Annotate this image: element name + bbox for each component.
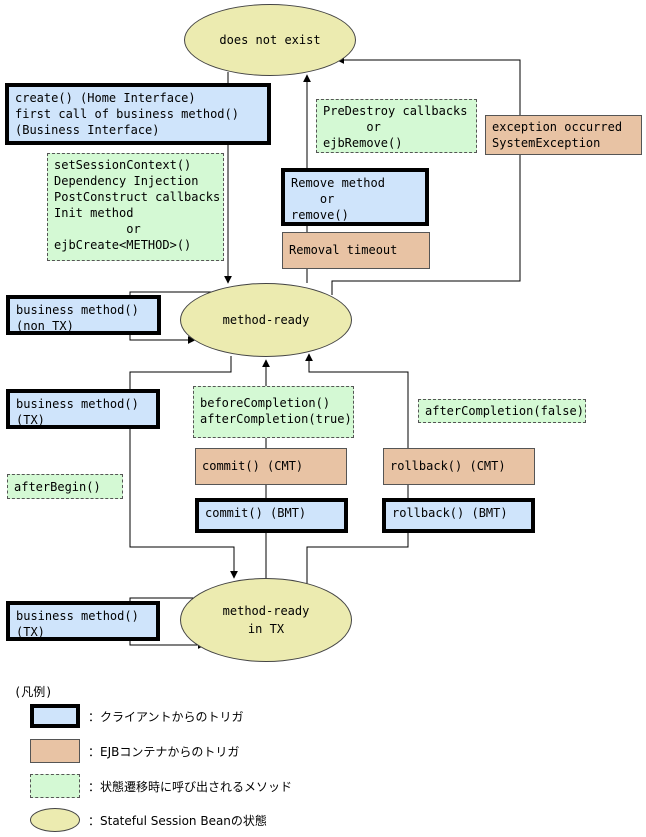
state-does-not-exist: does not exist [184,4,356,76]
exception-transition [331,56,521,295]
legend-callback-label: ：状態遷移時に呼び出されるメソッド [88,780,293,794]
trigger-rollback-bmt: rollback() (BMT) [382,498,535,533]
trigger-create: create() (Home Interface) first call of … [5,83,271,145]
legend-callback-swatch [30,774,80,798]
trigger-business-method-tx: business method() (TX) [6,389,160,429]
trigger-exception: exception occurred SystemException [485,115,642,155]
legend-client-swatch [30,704,80,728]
callback-completion-false: afterCompletion(false) [418,399,586,423]
trigger-rollback-cmt: rollback() (CMT) [383,448,535,485]
callback-after-begin: afterBegin() [7,474,123,499]
callback-create: setSessionContext() Dependency Injection… [47,153,224,261]
state-method-ready-in-tx: method-ready in TX [180,578,352,662]
legend-state-swatch [30,808,80,832]
trigger-remove: Remove method or remove() [281,168,429,226]
state-method-ready: method-ready [180,283,352,357]
legend-container-swatch [30,739,80,763]
trigger-business-method-non-tx: business method() (non TX) [6,295,161,335]
legend-state-label: ：Stateful Session Beanの状態 [88,814,267,828]
legend-container-label: ：EJBコンテナからのトリガ [88,745,240,759]
callback-completion-true: beforeCompletion() afterCompletion(true) [193,386,354,438]
legend-client-label: ：クライアントからのトリガ [88,710,244,724]
trigger-removal-timeout: Removal timeout [282,232,430,269]
trigger-business-method-in-tx: business method() (TX) [6,601,160,641]
begin-tx-transition [129,356,238,579]
legend-title: (凡例) [14,685,53,699]
trigger-commit-cmt: commit() (CMT) [195,448,347,485]
callback-predestroy: PreDestroy callbacks or ejbRemove() [316,99,477,153]
trigger-commit-bmt: commit() (BMT) [195,498,348,533]
